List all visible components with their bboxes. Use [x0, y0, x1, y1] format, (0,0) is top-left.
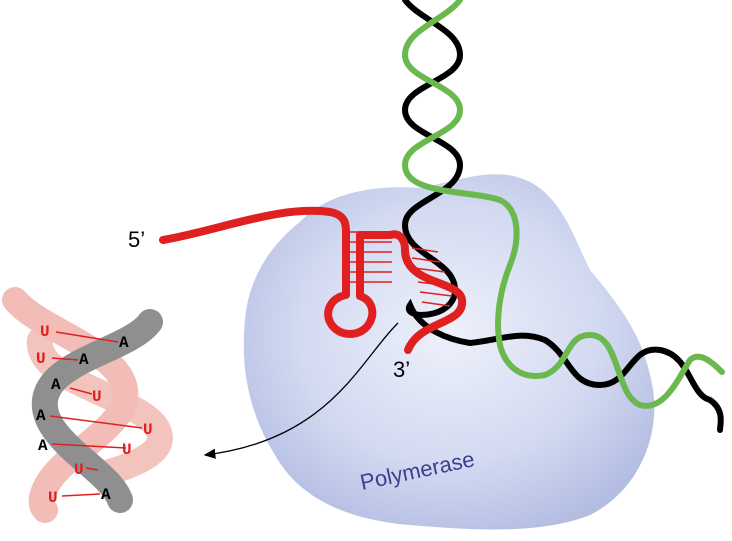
base-u-6: U [74, 461, 84, 479]
base-a-2: A [79, 351, 89, 369]
base-u-1: U [40, 323, 50, 341]
base-u-5: U [122, 441, 132, 459]
three-prime-label: 3’ [393, 357, 410, 382]
zoom-arrow [203, 322, 399, 459]
base-a-3: A [51, 376, 61, 394]
inset-pair-lines [49, 331, 143, 497]
inset-bases: U A U A A U A U A U U U A [36, 323, 153, 507]
template-dna-strand [401, 0, 724, 433]
inset-rna-strand [2, 287, 139, 523]
nontemplate-dna-strand [401, 0, 725, 409]
five-prime-label: 5’ [128, 227, 145, 252]
base-a-7: A [101, 486, 111, 504]
base-u-4: U [143, 421, 153, 439]
rna-transcript [159, 206, 467, 354]
base-a-5: A [38, 437, 48, 455]
base-a-1: A [119, 334, 129, 352]
base-u-2: U [36, 350, 46, 368]
base-a-4: A [36, 407, 46, 425]
base-u-7: U [48, 489, 58, 507]
base-u-3: U [92, 388, 102, 406]
inset-dna-strand [31, 309, 163, 513]
